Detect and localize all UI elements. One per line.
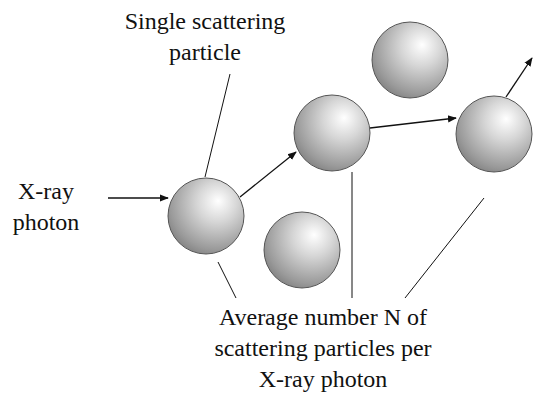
leader-line — [405, 198, 484, 298]
count-label: Average number N of scattering particles… — [214, 302, 432, 395]
scattering-particle — [456, 96, 532, 172]
leader-line — [352, 172, 353, 298]
photon-arrow — [370, 118, 456, 128]
scattering-particle — [264, 212, 340, 288]
leader-line — [205, 74, 230, 177]
photon-arrow — [240, 152, 296, 197]
particle-label: Single scattering particle — [112, 6, 298, 68]
photon-label: X-ray photon — [2, 176, 90, 238]
scattering-particle — [294, 95, 370, 171]
leader-lines — [205, 74, 484, 298]
photon-arrow — [108, 197, 168, 198]
leader-line — [218, 262, 236, 298]
photon-arrow — [506, 58, 532, 97]
scattering-particle — [168, 178, 244, 254]
photon-path — [108, 58, 532, 198]
scattering-particle — [372, 22, 448, 98]
